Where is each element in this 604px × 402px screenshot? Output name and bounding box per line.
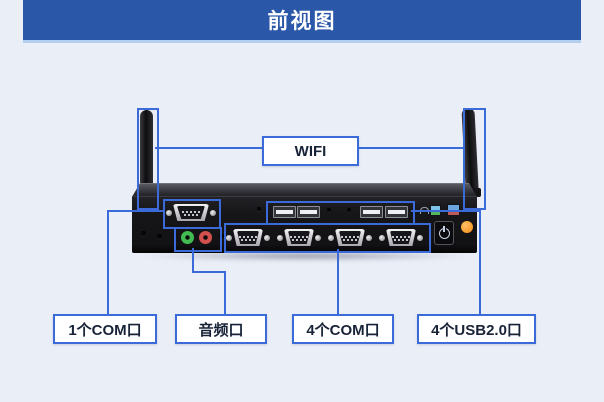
label-usb: 4个USB2.0口 — [417, 314, 536, 344]
screw-icon — [210, 209, 216, 216]
chassis-top — [132, 183, 477, 197]
callout-line-audio-v2 — [224, 271, 226, 315]
panel-hole — [347, 208, 351, 212]
screw-icon — [366, 234, 372, 241]
callout-line-wifi-left — [155, 147, 262, 149]
panel-hole — [327, 208, 331, 212]
screw-icon — [328, 234, 334, 241]
reset-button — [461, 221, 473, 233]
screw-icon — [315, 234, 321, 241]
power-icon — [438, 225, 450, 239]
label-com4: 4个COM口 — [292, 314, 394, 344]
label-wifi: WIFI — [262, 136, 359, 166]
db9-inner — [288, 231, 310, 244]
com-port — [328, 227, 372, 248]
com-port-single — [166, 202, 216, 223]
wifi-antenna-left-icon — [140, 110, 153, 196]
db9-pins — [239, 235, 241, 238]
callout-rect-com4 — [224, 223, 431, 253]
usb-port — [297, 206, 320, 218]
label-audio-text: 音频口 — [198, 321, 244, 339]
usb-port — [273, 206, 296, 218]
panel-hole — [157, 234, 162, 239]
chassis-shadow — [140, 251, 470, 261]
label-audio: 音频口 — [175, 314, 267, 344]
callout-rect-usb — [266, 201, 415, 225]
page-title: 前视图 — [267, 10, 337, 33]
section-header: 前视图 — [23, 0, 581, 43]
db9-pins — [182, 210, 184, 213]
callout-line-com1-h — [107, 210, 165, 212]
panel-hole — [141, 231, 146, 236]
usb-port — [360, 206, 383, 218]
usb-port — [385, 206, 408, 218]
db9-pins — [392, 235, 394, 238]
callout-rect-antenna-left — [137, 108, 159, 210]
power-button — [434, 221, 454, 245]
callout-line-usb-h — [411, 210, 481, 212]
com-port — [379, 227, 423, 248]
screw-icon — [226, 234, 232, 241]
screw-icon — [166, 209, 172, 216]
callout-rect-com1 — [163, 199, 221, 229]
com-port — [277, 227, 321, 248]
screw-icon — [379, 234, 385, 241]
screw-icon — [417, 234, 423, 241]
callout-line-wifi-right — [355, 147, 463, 149]
label-wifi-text: WIFI — [294, 142, 327, 160]
callout-line-audio-h — [192, 271, 226, 273]
callout-line-com4-v — [337, 249, 339, 315]
db9-pins — [290, 235, 292, 238]
callout-rect-audio — [174, 227, 222, 252]
screw-icon — [277, 234, 283, 241]
callout-line-audio-v1 — [192, 248, 194, 273]
label-com4-text: 4个COM口 — [306, 321, 380, 339]
db9-inner — [390, 231, 412, 244]
panel-hole — [257, 207, 261, 211]
label-com1-text: 1个COM口 — [68, 321, 142, 339]
label-com1: 1个COM口 — [53, 314, 157, 344]
audio-jack-green-icon — [181, 231, 194, 244]
db9-inner — [339, 231, 361, 244]
label-usb-text: 4个USB2.0口 — [431, 321, 522, 339]
com-port — [226, 227, 270, 248]
callout-line-usb-v — [479, 210, 481, 315]
db9-pins — [341, 235, 343, 238]
audio-jack-red-icon — [199, 231, 212, 244]
db9-inner — [177, 206, 205, 219]
screw-icon — [264, 234, 270, 241]
callout-rect-antenna-right — [463, 108, 486, 210]
callout-line-com1-v — [107, 210, 109, 315]
db9-inner — [237, 231, 259, 244]
